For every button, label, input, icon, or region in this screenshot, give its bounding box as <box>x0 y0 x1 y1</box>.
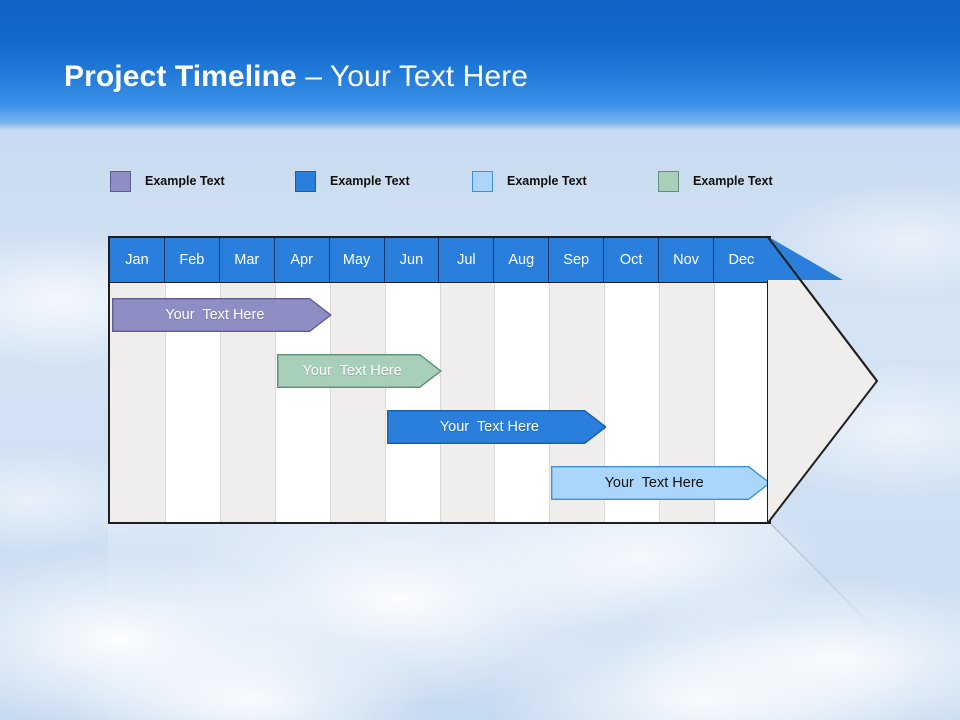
legend-label: Example Text <box>330 174 410 188</box>
column-divider <box>714 238 716 522</box>
column-divider <box>219 238 221 522</box>
column-divider <box>604 238 606 522</box>
month-header-cell[interactable]: Dec <box>728 252 755 268</box>
task-bar-shape <box>112 298 332 332</box>
month-header-cell[interactable]: Jun <box>385 238 440 282</box>
timeline-arrow-head <box>767 236 880 524</box>
task-bar-shape <box>386 410 607 444</box>
task-bar[interactable]: Your Text Here <box>551 466 769 500</box>
month-header-cell[interactable]: Nov <box>659 238 714 282</box>
legend-swatch-icon <box>295 170 316 192</box>
month-header-cell[interactable]: May <box>330 238 385 282</box>
column-divider <box>549 238 551 522</box>
month-header-cell[interactable]: Sep <box>549 238 605 282</box>
month-header-cell[interactable]: Jul <box>439 238 495 282</box>
task-bar[interactable]: Your Text Here <box>276 354 442 388</box>
legend-swatch-icon <box>110 170 131 192</box>
page-title-light: – Your Text Here <box>296 60 529 93</box>
month-header-cell[interactable]: Aug <box>494 238 550 282</box>
title-banner: Project Timeline – Your Text Here <box>0 0 960 130</box>
page-title-strong: Project Timeline <box>64 60 297 93</box>
task-bar-shape <box>551 466 769 500</box>
legend-item: Example Text <box>110 170 225 192</box>
month-header-cell[interactable]: Mar <box>220 238 275 282</box>
legend-swatch-icon <box>472 170 493 192</box>
legend-label: Example Text <box>145 174 225 188</box>
column-divider <box>659 238 661 522</box>
page-title: Project Timeline – Your Text Here <box>64 60 528 94</box>
task-bar-label: Your Text Here <box>302 363 402 379</box>
month-header-cell[interactable]: Apr <box>275 238 330 282</box>
task-bar-shape <box>276 354 442 388</box>
column-divider <box>494 238 496 522</box>
legend-item: Example Text <box>472 170 587 192</box>
column-divider <box>164 238 166 522</box>
legend-item: Example Text <box>295 170 410 192</box>
column-stripe <box>110 238 165 522</box>
task-bar-label: Your Text Here <box>439 419 539 435</box>
month-header-cell[interactable]: Oct <box>604 238 660 282</box>
column-stripe <box>439 238 495 522</box>
legend: Example Text Example Text Example Text Exam… <box>110 170 810 192</box>
column-divider <box>439 238 441 522</box>
legend-swatch-icon <box>658 170 679 192</box>
legend-label: Example Text <box>693 174 773 188</box>
task-bar[interactable]: Your Text Here <box>112 298 332 332</box>
legend-item: Example Text <box>658 170 773 192</box>
task-bar-label: Your Text Here <box>604 475 704 491</box>
month-header-cell[interactable]: Feb <box>165 238 220 282</box>
legend-label: Example Text <box>507 174 587 188</box>
task-bar-label: Your Text Here <box>165 307 265 323</box>
column-divider <box>274 238 276 522</box>
column-stripe <box>219 238 275 522</box>
task-bar[interactable]: Your Text Here <box>386 410 607 444</box>
month-header-cell[interactable]: Jan <box>110 238 165 282</box>
